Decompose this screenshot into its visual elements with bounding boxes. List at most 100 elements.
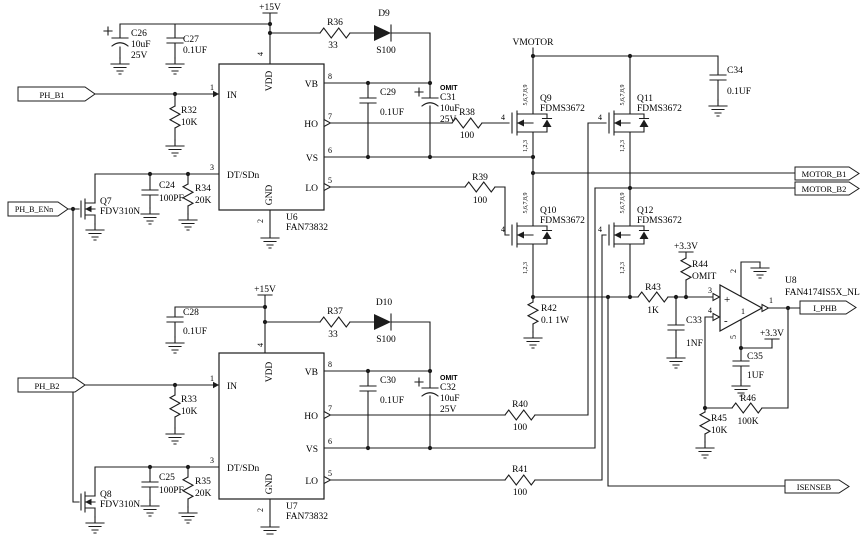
c29-ref: C29 bbox=[380, 88, 396, 98]
c32-ref: C32 bbox=[440, 383, 456, 393]
c30-ref: C30 bbox=[380, 376, 396, 386]
u6-pin-ho: HO bbox=[304, 120, 318, 130]
u7-pin-vb: VB bbox=[305, 368, 318, 378]
resistor-symbol bbox=[169, 105, 181, 129]
q12-part: FDMS3672 bbox=[637, 216, 682, 226]
res-r34: R34 20K bbox=[182, 183, 212, 207]
q10-source-pins: 1,2,3 bbox=[523, 262, 529, 274]
res-r43: R43 1K bbox=[637, 283, 669, 316]
resistor-symbol bbox=[504, 474, 536, 486]
r38-value: 100 bbox=[460, 131, 475, 141]
ic-u7: IN DT/SDn VDD GND VB HO VS LO 1 3 8 7 6 … bbox=[210, 343, 332, 522]
polarity-plus-icon bbox=[414, 377, 424, 387]
u7-pin2-num: 2 bbox=[256, 508, 265, 512]
u6-body bbox=[218, 63, 325, 211]
resistor-symbol bbox=[464, 181, 496, 193]
flag-motor-b2-label: MOTOR_B2 bbox=[802, 184, 847, 194]
cap-c24: C24 100PF bbox=[141, 181, 184, 204]
u8-body bbox=[719, 283, 764, 333]
ground-symbol bbox=[178, 506, 198, 524]
r40-value: 100 bbox=[513, 423, 528, 433]
fet-q11: Q11 FDMS3672 4 5,6,7,8,9 1,2,3 bbox=[598, 85, 682, 153]
c25-ref: C25 bbox=[159, 473, 175, 483]
u8-pin3-arrow-icon bbox=[712, 293, 720, 301]
flag-motor-b2 bbox=[794, 181, 860, 196]
capacitor-symbol bbox=[111, 37, 129, 47]
cap-c25: C25 100PF bbox=[141, 473, 184, 496]
flag-ph-b-enn-label: PH_B_ENn bbox=[15, 205, 53, 214]
d9-part: S100 bbox=[376, 46, 396, 56]
u6-pin6-num: 6 bbox=[328, 146, 332, 155]
ground-symbol bbox=[750, 261, 770, 279]
junction-dots bbox=[70, 21, 791, 470]
q9-source-pins: 1,2,3 bbox=[523, 140, 529, 152]
r37-value: 33 bbox=[328, 330, 338, 340]
capacitor-symbol bbox=[359, 97, 377, 104]
c30-value: 0.1UF bbox=[380, 396, 404, 406]
u8-ref: U8 bbox=[785, 276, 797, 286]
resistor-symbol bbox=[169, 394, 181, 418]
mosfet-symbol bbox=[608, 110, 650, 136]
u7-pin-ho: HO bbox=[304, 412, 318, 422]
res-r46: R46 100K bbox=[731, 394, 763, 427]
ground-symbol bbox=[85, 516, 105, 534]
flag-ph-b1-label: PH_B1 bbox=[39, 90, 64, 100]
ic-u6: IN DT/SDn VDD GND VB HO VS LO 1 3 8 7 6 … bbox=[210, 52, 332, 233]
ground-symbols bbox=[85, 57, 770, 536]
ground-symbol bbox=[140, 499, 160, 517]
power-flags: +15V +15V VMOTOR +3.3V +3.3V bbox=[254, 3, 784, 339]
res-r42: R42 0.1 1W bbox=[527, 301, 569, 326]
c35-ref: C35 bbox=[747, 352, 763, 362]
q12-gate-num: 4 bbox=[598, 225, 602, 234]
q11-part: FDMS3672 bbox=[637, 104, 682, 114]
u8-output-arrow-icon bbox=[761, 304, 769, 312]
flag-isenseb bbox=[784, 479, 850, 494]
c33-value: 1NF bbox=[686, 339, 703, 349]
u7-pin1-num: 1 bbox=[210, 374, 214, 383]
q9-ref: Q9 bbox=[540, 94, 552, 104]
mosfet-symbol bbox=[511, 222, 553, 248]
u8-pin2-num: 2 bbox=[729, 269, 738, 273]
diode-d10: D10 S100 bbox=[373, 298, 396, 345]
capacitor-symbol bbox=[421, 387, 439, 397]
c24-ref: C24 bbox=[159, 181, 175, 191]
u6-pin3-num: 3 bbox=[210, 163, 214, 172]
r35-ref: R35 bbox=[195, 477, 211, 487]
u6-pin7-num: 7 bbox=[328, 112, 332, 121]
polarity-plus-icon bbox=[414, 87, 424, 97]
ground-symbol bbox=[523, 331, 543, 349]
u7-pin-gnd: GND bbox=[265, 474, 275, 495]
r34-value: 20K bbox=[195, 196, 212, 206]
res-r39: R39 100 bbox=[464, 173, 496, 206]
u8-minus: - bbox=[724, 315, 728, 327]
ground-symbol bbox=[85, 223, 105, 241]
power-3v3-r44-label: +3.3V bbox=[674, 242, 698, 252]
cap-c34: C34 0.1UF bbox=[709, 66, 751, 97]
polarity-plus-icon bbox=[103, 26, 113, 36]
ground-symbol bbox=[140, 207, 160, 225]
c31-value: 10uF bbox=[440, 104, 460, 114]
c28-ref: C28 bbox=[183, 308, 199, 318]
q12-source-pins: 1,2,3 bbox=[620, 262, 626, 274]
q8-part: FDV310N bbox=[100, 500, 140, 510]
u7-pin-vdd: VDD bbox=[265, 362, 275, 383]
resistor-symbol bbox=[319, 316, 351, 328]
u7-ref: U7 bbox=[286, 502, 298, 512]
ground-symbol bbox=[666, 351, 686, 369]
resistor-symbol bbox=[504, 409, 536, 421]
capacitor-symbol bbox=[166, 316, 184, 323]
r32-ref: R32 bbox=[181, 106, 197, 116]
r40-ref: R40 bbox=[512, 400, 528, 410]
u7-pin6-num: 6 bbox=[328, 437, 332, 446]
fet-q12: Q12 FDMS3672 4 5,6,7,8,9 1,2,3 bbox=[598, 193, 682, 275]
ground-symbol bbox=[260, 520, 280, 536]
r32-value: 10K bbox=[181, 118, 198, 128]
r43-value: 1K bbox=[647, 306, 659, 316]
u8-plus: + bbox=[724, 294, 730, 306]
q9-gate-num: 4 bbox=[501, 113, 505, 122]
u6-pin1-num: 1 bbox=[210, 83, 214, 92]
ground-symbol bbox=[110, 57, 130, 75]
u6-pin-lo: LO bbox=[305, 184, 318, 194]
